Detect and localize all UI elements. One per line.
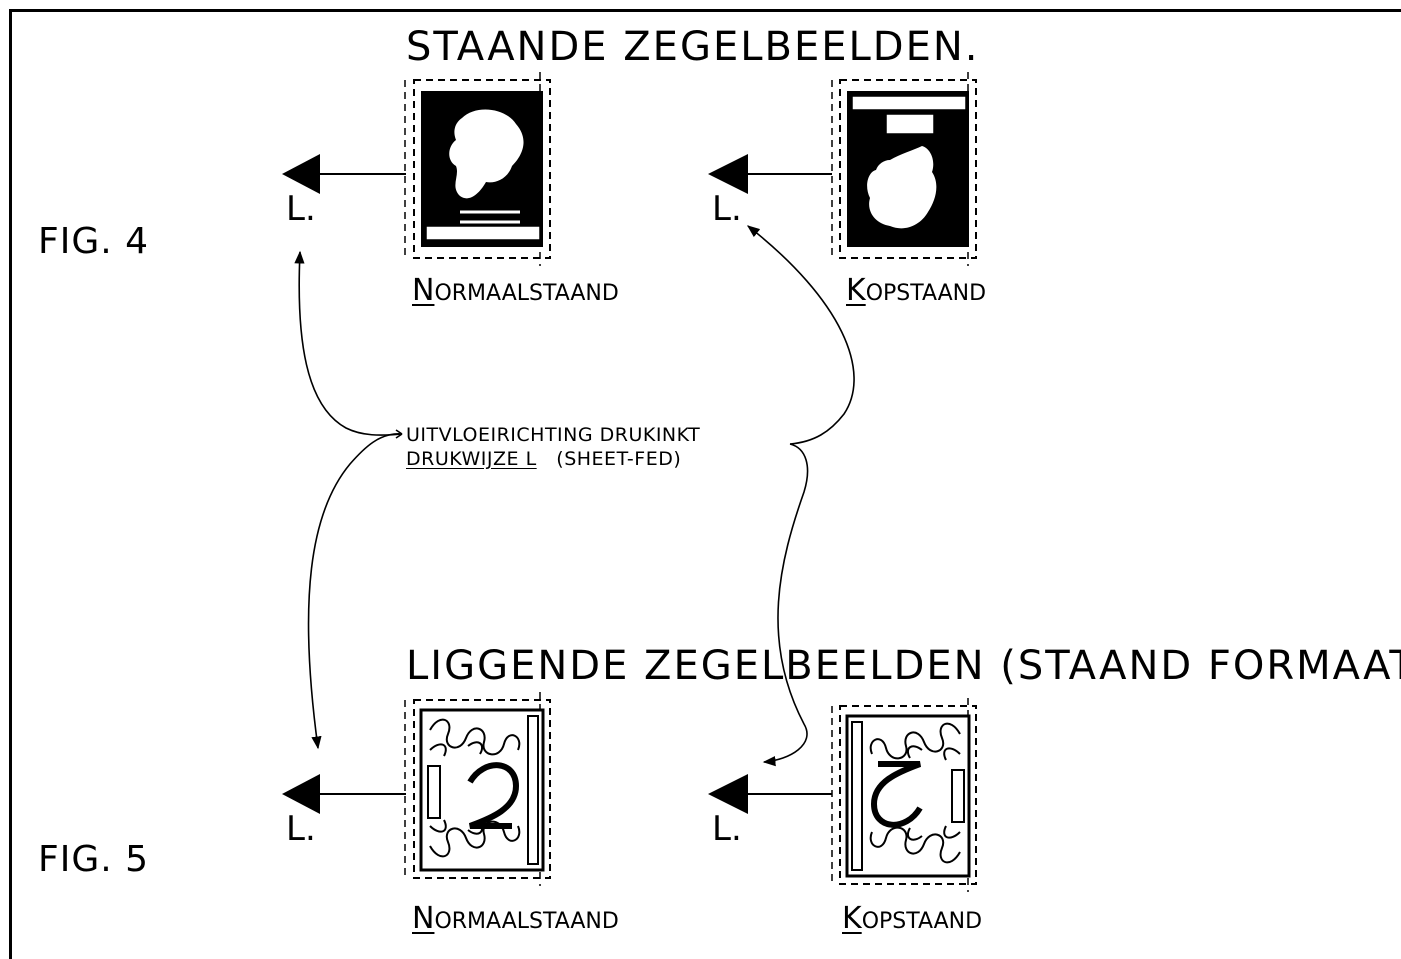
- fig5-heading: LIGGENDE ZEGELBEELDEN (STAAND FORMAAT).: [406, 643, 1401, 689]
- fig4-right-arrow: [708, 154, 832, 194]
- fig4-stamp-head: [831, 72, 977, 266]
- fig4-label: FIG. 4: [38, 221, 150, 262]
- fig4-left-caption: NORMAALSTAAND: [412, 276, 619, 306]
- fig4-left-arrow: [282, 154, 406, 194]
- fig4-left-caption-rest: ORMAALSTAAND: [434, 281, 619, 306]
- ink-flow-note-method: DRUKWIJZE L: [406, 447, 537, 470]
- drawing-frame: [9, 9, 1401, 959]
- fig4-right-direction-letter: L.: [712, 189, 742, 229]
- fig5-right-caption: KOPSTAAND: [842, 904, 982, 934]
- fig5-right-caption-initial: K: [842, 901, 862, 936]
- fig5-left-caption: NORMAALSTAAND: [412, 904, 619, 934]
- ink-flow-note-line1: UITVLOEIRICHTING DRUKINKT: [406, 424, 701, 446]
- fig4-right-caption-initial: K: [846, 273, 866, 308]
- fig5-left-arrow: [282, 774, 406, 814]
- fig4-right-caption: KOPSTAAND: [846, 276, 986, 306]
- fig5-right-direction-letter: L.: [712, 809, 742, 849]
- fig5-right-arrow: [708, 774, 832, 814]
- fig5-stamp-normal: [404, 692, 551, 886]
- leader-curves: [294, 225, 855, 767]
- fig4-left-direction-letter: L.: [286, 189, 316, 229]
- fig5-stamp-head: [831, 698, 977, 892]
- fig4-heading: STAANDE ZEGELBEELDEN.: [406, 24, 980, 70]
- fig4-right-caption-rest: OPSTAAND: [865, 281, 987, 306]
- fig5-label: FIG. 5: [38, 839, 150, 880]
- fig5-left-direction-letter: L.: [286, 809, 316, 849]
- fig4-left-caption-initial: N: [412, 273, 435, 308]
- fig5-left-caption-initial: N: [412, 901, 435, 936]
- fig4-stamp-normal: [404, 72, 551, 266]
- fig5-right-caption-rest: OPSTAAND: [861, 909, 983, 934]
- fig5-left-caption-rest: ORMAALSTAAND: [434, 909, 619, 934]
- ink-flow-note-sheetfed: (SHEET-FED): [556, 447, 682, 470]
